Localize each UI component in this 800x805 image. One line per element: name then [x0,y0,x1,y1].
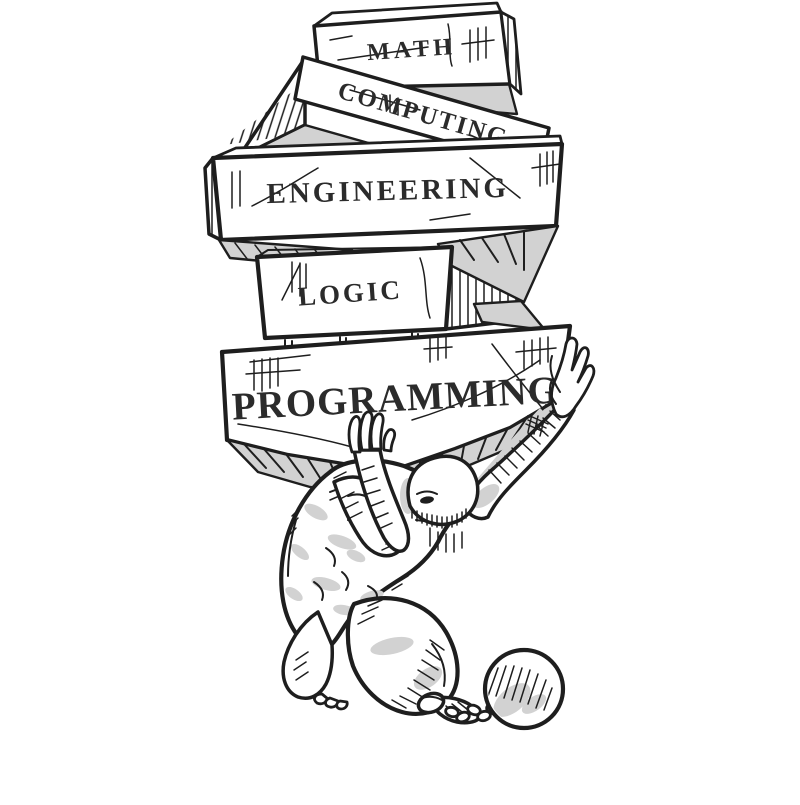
toes [313,692,349,711]
forearm-hatch [488,410,561,484]
logic-block: LOGIC [217,224,560,341]
far-leg [281,610,349,711]
near-leg [345,596,460,717]
programming-crack-lines [237,334,557,448]
programming-block: PROGRAMMING [219,323,574,496]
leg-hatch [357,599,445,709]
torso-shading-spots [285,484,500,616]
eye [420,496,434,504]
ball-and-chain [444,647,566,731]
left-hand-fingers [347,410,397,454]
engineering-block: ENGINEERING [203,134,565,243]
mouth-line [415,519,425,522]
torso-hatch [287,471,463,591]
right-hand [550,336,596,419]
math-block-label: MATH [366,34,456,66]
atlas-figure [279,336,596,725]
logic-crack-lines [281,257,431,319]
head [400,454,480,529]
right-hand-finger-lines [548,355,561,405]
underside-hatch-lines [459,230,525,271]
beard-hatch [411,507,467,529]
forearm-hatch-left [361,465,393,529]
engineering-block-label: ENGINEERING [266,172,509,210]
logic-block-label: LOGIC [297,274,404,311]
left-arm [332,410,411,558]
math-crack-lines [329,23,495,67]
knee-hatch [293,651,309,681]
engineering-crack-lines [231,150,561,221]
ball-shading [488,665,553,717]
